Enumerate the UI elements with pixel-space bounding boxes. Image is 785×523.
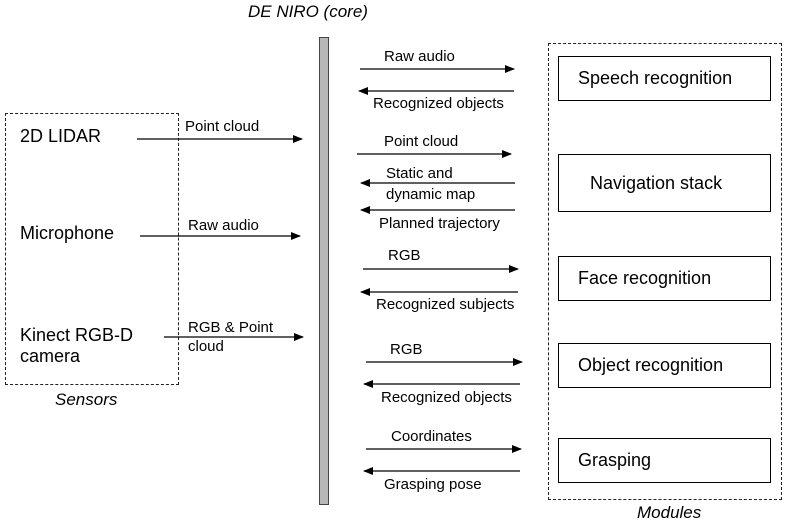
sensor-kinect-line-1: Kinect RGB-D	[20, 325, 134, 345]
grasp-from-module-label: Grasping pose	[384, 476, 482, 493]
core-bus-bar	[319, 37, 329, 505]
module-face-recognition: Face recognition	[558, 256, 771, 301]
sensor-2d-lidar: 2D LIDAR	[20, 126, 102, 146]
nav-from-module-trajectory-label: Planned trajectory	[379, 215, 500, 232]
module-grasping-label: Grasping	[578, 450, 652, 470]
microphone-output-label: Raw audio	[188, 217, 259, 234]
sensor-kinect-camera: Kinect RGB-D camera	[20, 326, 133, 366]
lidar-output-label: Point cloud	[185, 118, 260, 135]
kinect-output-line-2: cloud	[188, 338, 224, 355]
module-face-recognition-label: Face recognition	[578, 268, 712, 288]
core-title: DE NIRO (core)	[248, 2, 368, 21]
module-navigation-stack-label: Navigation stack	[590, 172, 723, 193]
kinect-output-line-1: RGB & Point	[188, 319, 274, 336]
module-navigation-stack: Navigation stack	[558, 154, 771, 212]
module-grasping: Grasping	[558, 438, 771, 483]
module-object-recognition-label: Object recognition	[578, 355, 724, 375]
nav-from-module-map-line-2: dynamic map	[386, 186, 476, 203]
sensor-kinect-line-2: camera	[20, 346, 81, 366]
object-from-module-label: Recognized objects	[381, 389, 512, 406]
object-to-module-label: RGB	[390, 341, 423, 358]
module-speech-recognition-label: Speech recognition	[578, 68, 733, 88]
modules-caption: Modules	[637, 503, 702, 522]
kinect-output-label: RGB & Point cloud	[188, 318, 273, 356]
module-speech-recognition: Speech recognition	[558, 56, 771, 101]
nav-to-module-label: Point cloud	[384, 133, 459, 150]
sensors-caption: Sensors	[55, 390, 118, 409]
nav-from-module-map-line-1: Static and	[386, 165, 453, 182]
speech-from-module-label: Recognized objects	[373, 95, 504, 112]
face-from-module-label: Recognized subjects	[376, 296, 515, 313]
grasp-to-module-label: Coordinates	[391, 428, 472, 445]
modules-group-box	[548, 43, 782, 500]
sensor-microphone: Microphone	[20, 223, 115, 243]
speech-to-module-label: Raw audio	[384, 48, 455, 65]
module-object-recognition: Object recognition	[558, 343, 771, 388]
sensors-group-box	[5, 113, 179, 385]
face-to-module-label: RGB	[388, 247, 421, 264]
